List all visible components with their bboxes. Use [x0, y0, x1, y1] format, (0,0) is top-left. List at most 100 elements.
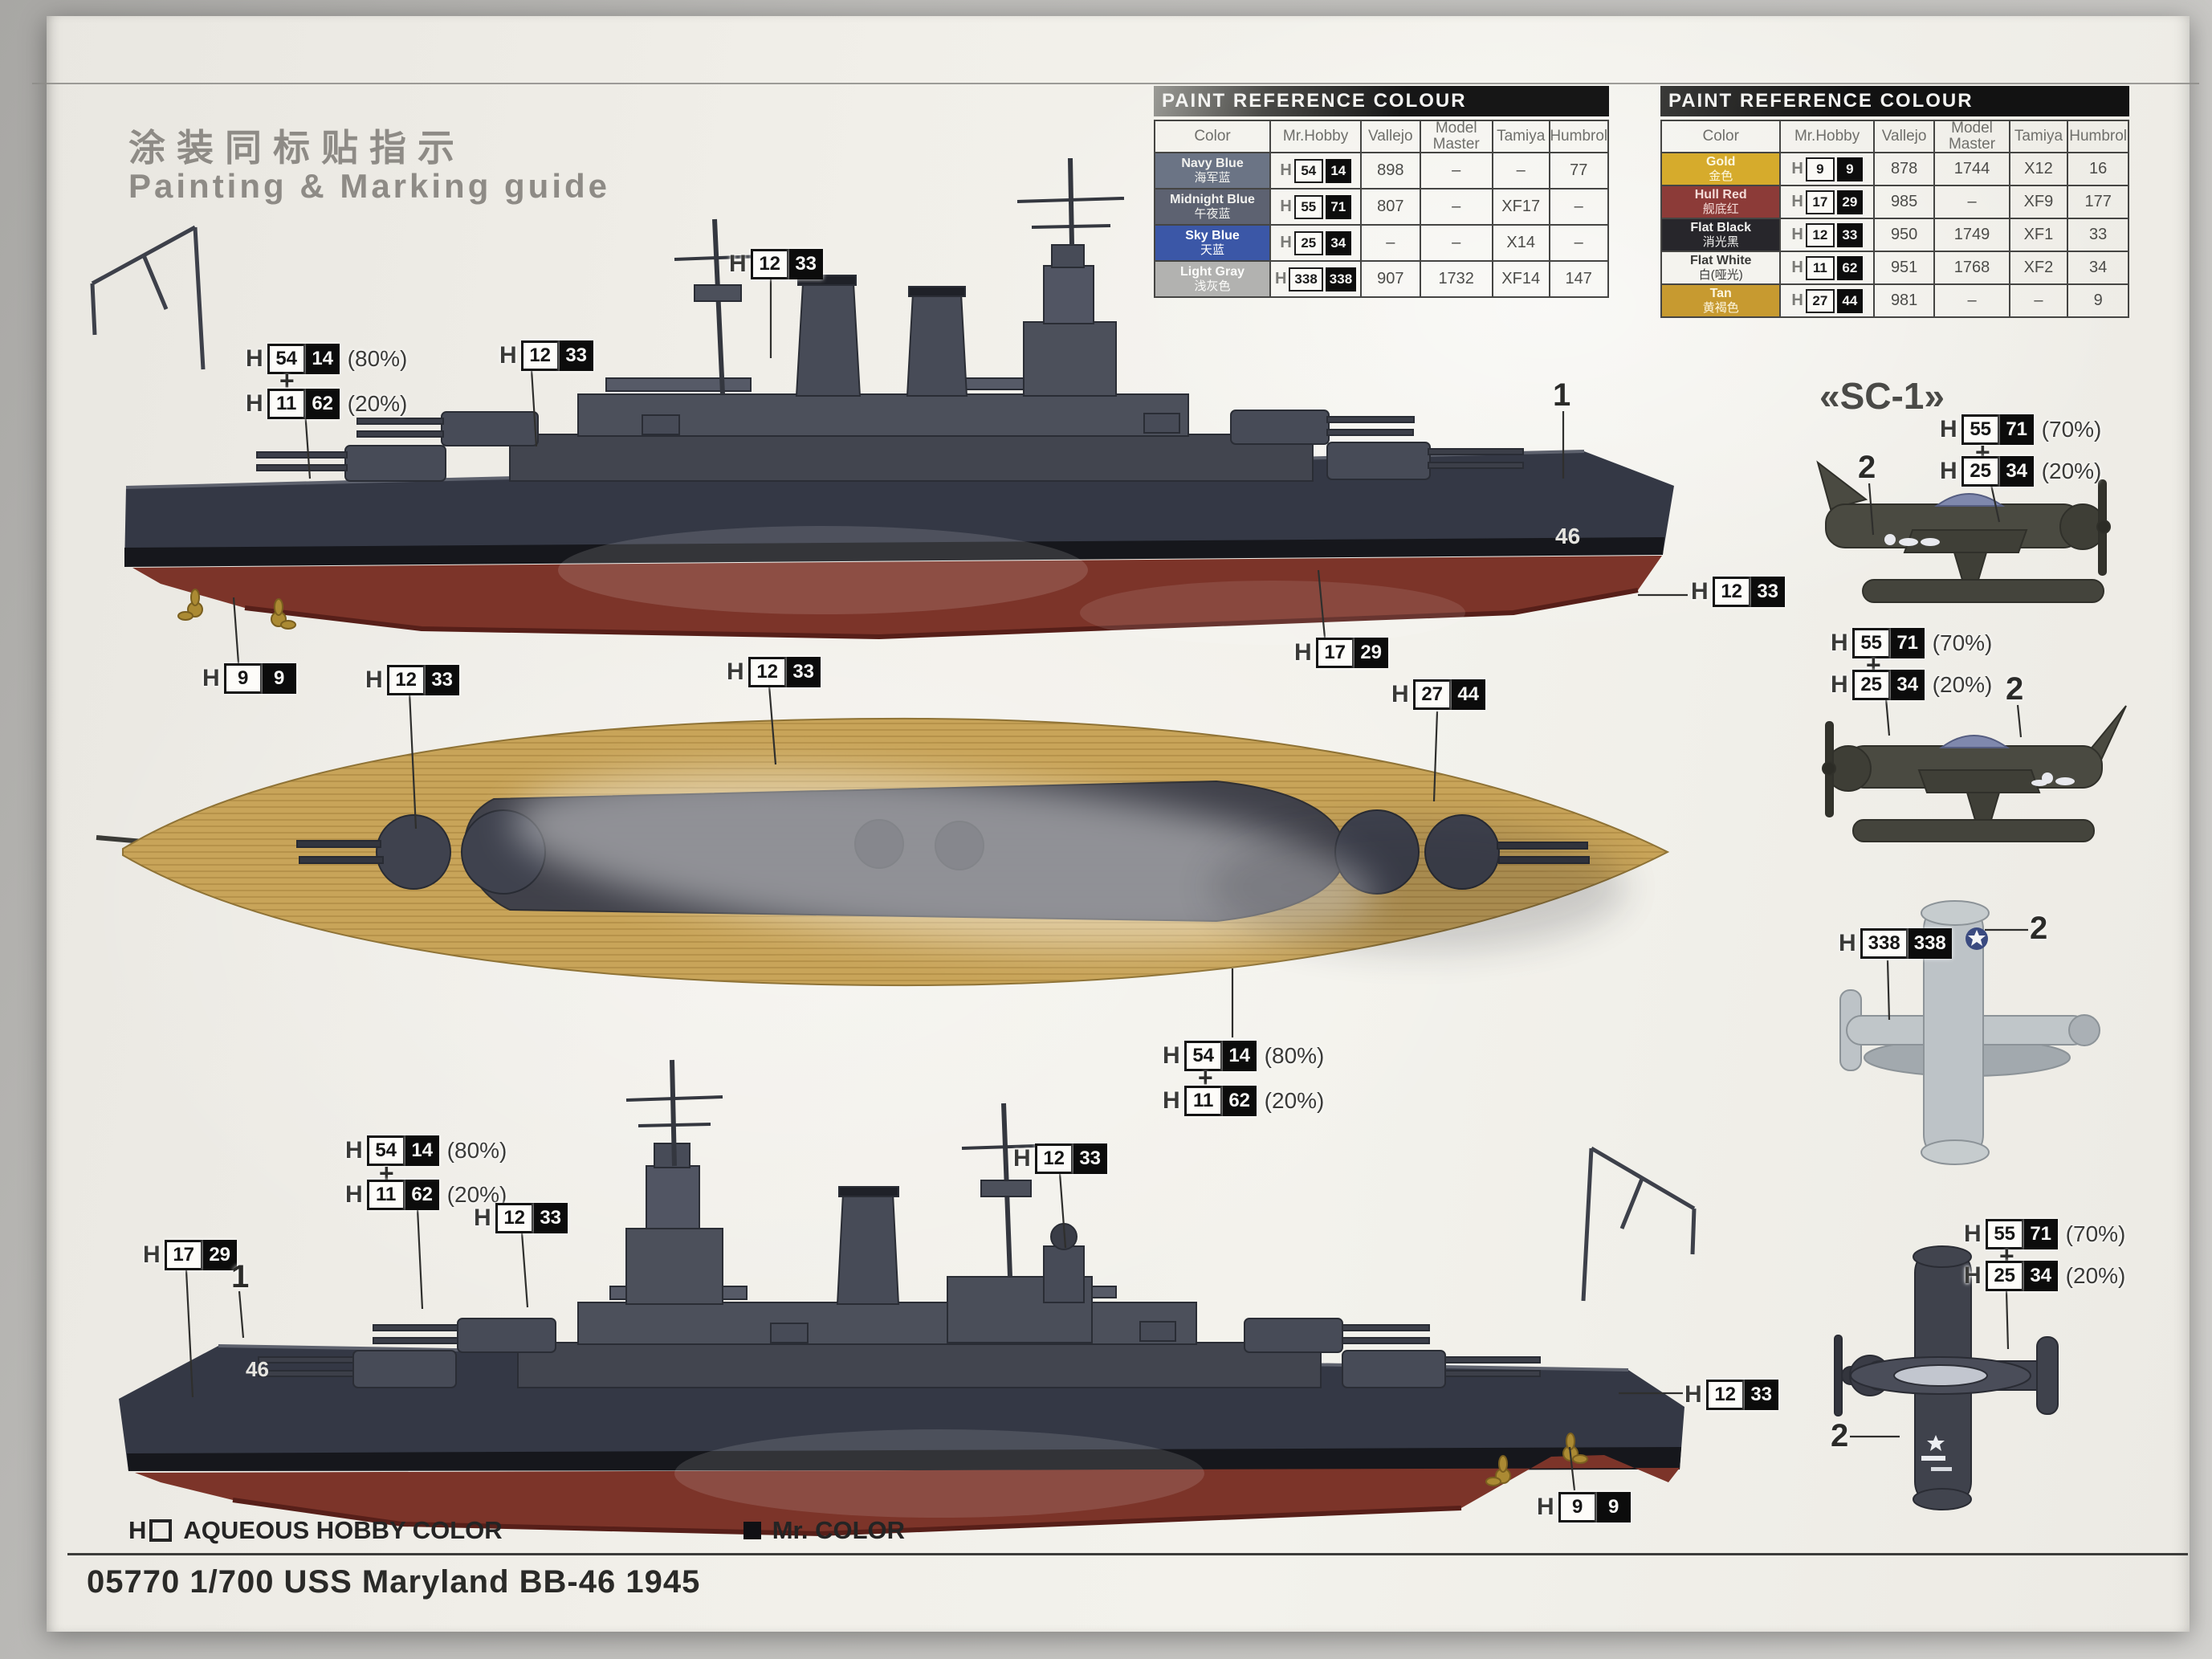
aqueous-prefix: H: [1163, 1087, 1180, 1114]
mr-color-number: 71: [1890, 628, 1925, 658]
color-name: Sky Blue: [1185, 229, 1240, 243]
aqueous-number: 17: [164, 1240, 203, 1270]
sc1-top-view: [1839, 900, 2100, 1165]
mr-color-number: 62: [1836, 255, 1863, 280]
mix-percentage: (20%): [446, 1182, 507, 1207]
aqueous-prefix: H: [1163, 1042, 1180, 1069]
mr-color-number: 33: [1073, 1143, 1107, 1174]
aqueous-number: 17: [1805, 190, 1835, 214]
paint-code-humbrol: 9: [2068, 285, 2129, 318]
paint-code-vallejo: 807: [1362, 190, 1421, 226]
paint-code-model_master: –: [1935, 186, 2010, 219]
aqueous-prefix: H: [345, 1181, 363, 1208]
paint-code-vallejo: –: [1362, 226, 1421, 262]
mr-color-number: 71: [1325, 194, 1351, 219]
propellers: [1485, 1433, 1588, 1486]
mix-percentage: (20%): [1932, 672, 1993, 697]
part-number-label: 2: [2030, 911, 2048, 946]
mr-color-label: Mr. COLOR: [772, 1516, 906, 1544]
aqueous-number: 12: [386, 665, 426, 695]
aqueous-prefix: H: [1831, 630, 1848, 656]
aqueous-number: 9: [223, 663, 263, 694]
paint-code-tamiya: XF17: [1493, 190, 1550, 226]
aqueous-number: 338: [1289, 267, 1323, 291]
leader-line: [1884, 698, 1891, 736]
aqueous-prefix: H: [727, 658, 744, 685]
mr-color-number: 14: [1222, 1041, 1257, 1071]
aqueous-number: 25: [1851, 670, 1891, 700]
paint-code-tamiya: –: [1493, 153, 1550, 190]
paint-code-model_master: 1732: [1420, 262, 1493, 298]
aqueous-prefix: H: [345, 1137, 363, 1164]
leader-line: [2005, 1290, 2010, 1350]
aqueous-number: 12: [1705, 1380, 1745, 1410]
sc1-side-view-right: [1816, 460, 2111, 603]
aqueous-prefix: H: [1964, 1262, 1982, 1289]
aqueous-prefix: H: [1791, 291, 1803, 309]
mr-color-number: 34: [1890, 670, 1925, 700]
aqueous-number: 11: [267, 389, 306, 419]
leader-line: [416, 1208, 424, 1310]
aqueous-prefix: H: [1791, 259, 1803, 276]
column-header: Tamiya: [2010, 121, 2069, 153]
hull-number-top: 46: [1555, 524, 1580, 548]
paint-code-tamiya: XF14: [1493, 262, 1550, 298]
leader-line: [1432, 711, 1439, 802]
column-header: Humbrol: [2068, 121, 2129, 153]
hull-number-bottom: 46: [246, 1357, 269, 1381]
aqueous-number: 12: [750, 249, 789, 279]
mr-color-number: 29: [202, 1240, 237, 1270]
aqueous-number: 12: [1712, 577, 1751, 607]
column-header: Tamiya: [1493, 121, 1550, 153]
aqueous-number: 9: [1805, 157, 1835, 181]
leader-line: [185, 1270, 194, 1398]
aqueous-number: 12: [1034, 1143, 1073, 1174]
mr-color-number: 33: [533, 1203, 568, 1233]
leader-line: [1990, 484, 2001, 523]
kit-title: 05770 1/700 USS Maryland BB-46 1945: [87, 1564, 701, 1600]
aqueous-number: 11: [1183, 1086, 1223, 1116]
bottom-ship-side-view: 46: [119, 1059, 1697, 1537]
propellers: [177, 589, 296, 630]
paint-code-humbrol: 33: [2068, 219, 2129, 252]
paint-code-humbrol: 147: [1550, 262, 1609, 298]
color-name: Midnight Blue: [1170, 193, 1255, 206]
color-name-chinese: 天蓝: [1200, 243, 1225, 257]
sc1-bottom-view: [1834, 1245, 2059, 1510]
part-number-label: 1: [1553, 377, 1571, 413]
aqueous-prefix: H: [1791, 193, 1803, 210]
aqueous-prefix: H: [1791, 160, 1803, 177]
aqueous-prefix: H: [1537, 1494, 1554, 1520]
mix-percentage: (80%): [446, 1138, 507, 1163]
page-title-chinese: 涂装同标贴指示: [128, 127, 466, 169]
aqueous-number: 25: [1985, 1261, 2024, 1291]
paint-code-model_master: –: [1420, 190, 1493, 226]
open-square-icon: [149, 1519, 173, 1542]
mr-color-number: 9: [1596, 1492, 1631, 1522]
mr-color-number: 33: [559, 340, 593, 371]
aqueous-prefix: H: [202, 665, 220, 691]
superstructure: [258, 1059, 1541, 1388]
aqueous-prefix: H: [246, 345, 263, 372]
aqueous-prefix: H: [1964, 1221, 1982, 1247]
mix-percentage: (70%): [2065, 1221, 2126, 1246]
aqueous-number: 55: [1293, 194, 1323, 219]
